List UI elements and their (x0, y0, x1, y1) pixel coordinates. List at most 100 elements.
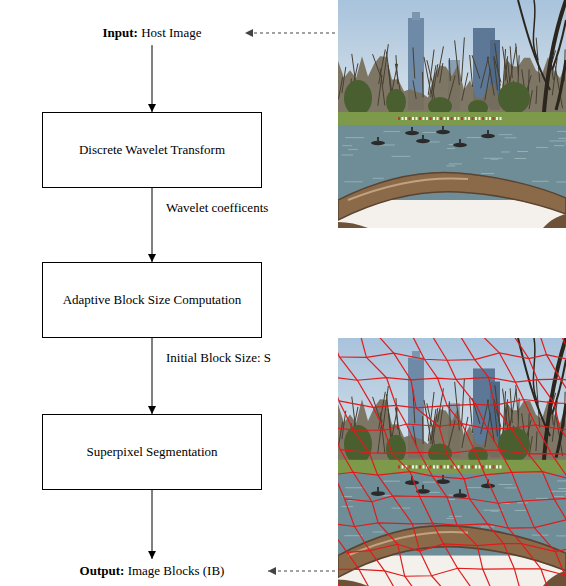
illustration-shape (423, 465, 425, 468)
illustration-shape (467, 137, 482, 138)
io-text: Input: Host Image (103, 25, 202, 41)
illustration-shape (433, 117, 435, 120)
io-value: Host Image (138, 25, 202, 40)
illustration-shape (409, 117, 411, 120)
illustration-shape (472, 55, 480, 79)
illustration-shape (412, 12, 420, 20)
illustration-shape (472, 117, 474, 120)
illustration-shape (556, 535, 566, 536)
edge-label: Initial Block Size: S (166, 350, 271, 366)
illustration-shape (348, 178, 468, 200)
illustration-shape (396, 405, 406, 424)
illustration-shape (393, 496, 413, 524)
illustration-shape (338, 579, 368, 586)
illustration-shape (338, 112, 566, 126)
illustration-shape (487, 130, 489, 135)
illustration-shape (386, 89, 406, 115)
illustration-shape (481, 526, 494, 527)
illustration-shape (359, 338, 366, 357)
illustration-shape (465, 117, 467, 120)
illustration-shape (447, 117, 449, 120)
illustration-shape (383, 44, 389, 85)
illustration-shape (432, 476, 447, 497)
illustration-shape (496, 117, 498, 120)
illustration-shape (549, 491, 566, 492)
illustration-shape (558, 138, 566, 139)
illustration-shape (419, 452, 432, 476)
illustration-shape (496, 465, 498, 468)
illustration-shape (383, 481, 399, 482)
illustration-shape (454, 117, 456, 120)
illustration-shape (469, 499, 487, 524)
illustration-shape (505, 137, 517, 138)
illustration-shape (338, 520, 566, 528)
illustration-shape (340, 450, 566, 455)
io-text: Output: Image Blocks (IB) (80, 563, 225, 579)
illustration-shape (514, 569, 521, 586)
illustration-shape (344, 80, 372, 116)
illustration-shape (446, 518, 455, 519)
illustration-shape (515, 158, 526, 159)
illustration-shape (347, 552, 359, 569)
illustration-shape (412, 524, 419, 551)
illustration-shape (536, 498, 548, 499)
illustration-shape (447, 497, 457, 525)
illustration-shape (338, 56, 566, 125)
illustration-shape (447, 454, 464, 479)
illustration-shape (422, 72, 424, 98)
illustration-shape (451, 117, 453, 120)
illustration-shape (386, 435, 406, 463)
illustration-shape (433, 523, 444, 544)
illustration-shape (338, 568, 566, 576)
illustration-shape (459, 338, 475, 360)
illustration-shape (338, 377, 566, 383)
illustration-shape (470, 398, 473, 433)
illustration-shape (402, 465, 404, 468)
host-photo (338, 338, 566, 586)
illustration-shape (440, 407, 443, 429)
illustration-shape (501, 151, 510, 152)
illustration-shape (475, 117, 477, 120)
illustration-shape (438, 46, 444, 77)
illustration-shape (483, 158, 503, 159)
illustration-shape (339, 401, 353, 430)
illustration-shape (430, 117, 432, 120)
illustration-shape (357, 380, 373, 407)
illustration-shape (457, 525, 477, 546)
illustration-shape (373, 407, 384, 430)
illustration-shape (479, 117, 481, 120)
illustration-shape (410, 472, 420, 497)
illustration-shape (347, 544, 566, 553)
illustration-shape (451, 465, 453, 468)
illustration-shape (338, 523, 347, 552)
illustration-shape (516, 43, 519, 76)
process-box: Adaptive Block Size Computation (42, 262, 262, 338)
illustration-shape (440, 117, 442, 120)
illustration-shape (411, 127, 413, 132)
illustration-shape (447, 360, 456, 379)
illustration-shape (511, 428, 528, 453)
illustration-shape (500, 465, 502, 468)
illustration-shape (536, 431, 537, 451)
illustration-shape (338, 338, 566, 586)
illustration-shape (499, 134, 513, 135)
illustration-shape (422, 135, 424, 140)
illustration-shape (442, 126, 444, 131)
io-value: Image Blocks (IB) (124, 563, 224, 578)
illustration-shape (549, 140, 566, 141)
illustration-shape (448, 75, 455, 102)
illustration-shape (449, 58, 450, 81)
illustration-shape (456, 379, 476, 404)
illustration-shape (338, 222, 368, 228)
illustration-shape (398, 465, 400, 468)
illustration-shape (543, 214, 566, 228)
flow-arrow (152, 45, 153, 112)
illustration-shape (494, 405, 510, 428)
illustration-shape (508, 528, 521, 543)
illustration-shape (342, 145, 352, 146)
illustration-shape (423, 117, 425, 120)
illustration-shape (539, 338, 546, 355)
illustration-shape (524, 400, 536, 425)
illustration-shape (523, 501, 534, 528)
